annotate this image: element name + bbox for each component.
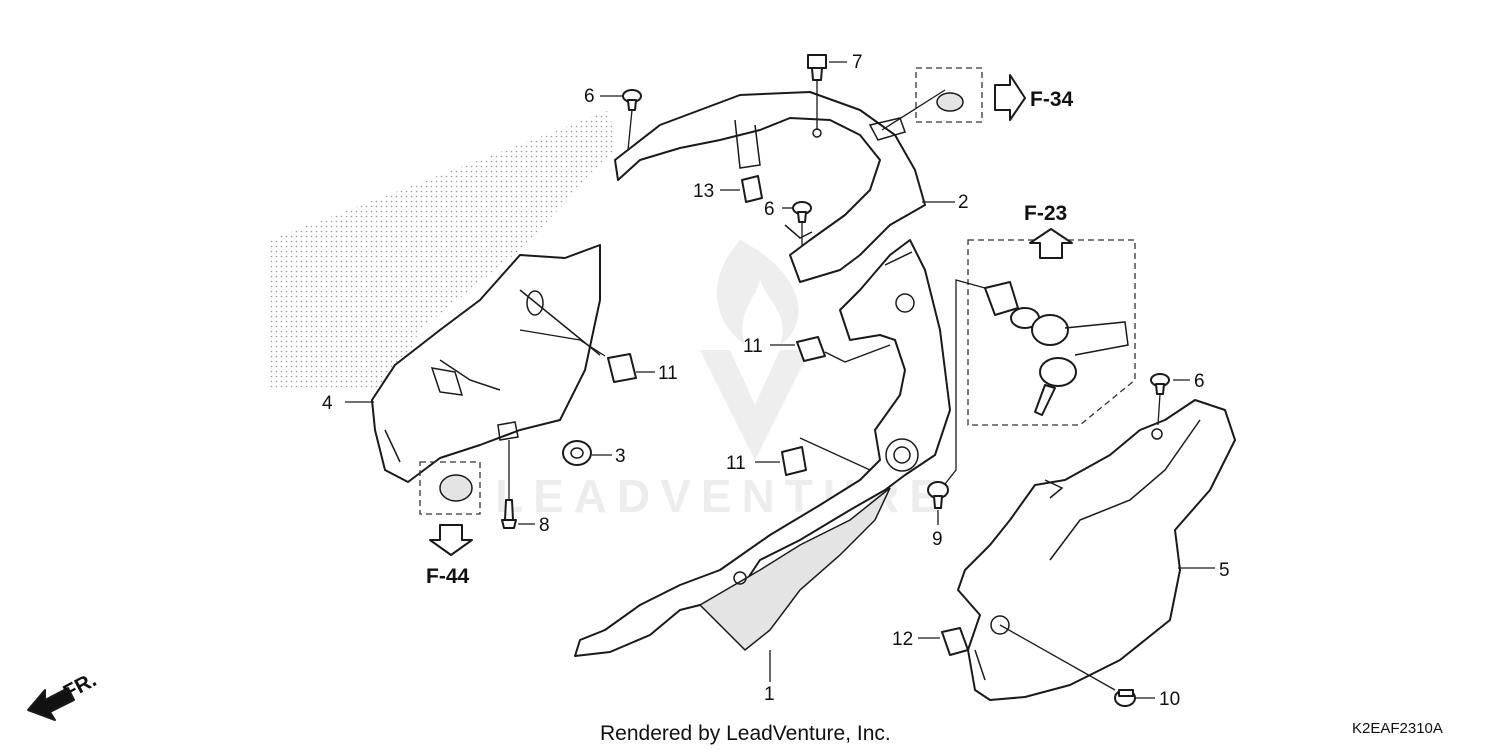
part-1-center-cover — [574, 239, 951, 657]
callout-6-center: 6 — [764, 199, 775, 220]
leader-lines — [345, 61, 1215, 699]
callout-2: 2 — [958, 192, 969, 213]
part-11-clip-left — [607, 353, 637, 383]
callout-4: 4 — [322, 393, 333, 414]
part-4-side-cover — [371, 244, 601, 483]
ref-f23: F-23 — [1024, 202, 1067, 225]
watermark-logo — [700, 240, 810, 460]
callout-11-lower: 11 — [726, 453, 746, 474]
part-10-screw — [1114, 689, 1136, 707]
part-6-bolt-right — [1150, 373, 1170, 395]
rendered-by-credit: Rendered by LeadVenture, Inc. — [600, 722, 891, 745]
callout-6-right: 6 — [1194, 371, 1205, 392]
ref-f44: F-44 — [426, 565, 470, 588]
part-5-side-cover — [957, 399, 1236, 701]
part-7-bolt — [807, 54, 827, 81]
callout-labels: 6 7 13 6 2 4 11 3 8 11 11 9 6 5 1 12 10 — [322, 52, 1230, 710]
part-12-clip — [941, 627, 969, 656]
ghost-body-outline — [270, 110, 615, 390]
diagram-code: K2EAF2310A — [1352, 720, 1443, 737]
callout-13: 13 — [693, 181, 714, 202]
callout-3: 3 — [615, 446, 626, 467]
callout-5: 5 — [1219, 560, 1230, 581]
callout-7: 7 — [852, 52, 863, 73]
part-6-bolt-center — [792, 201, 812, 223]
ref-f34: F-34 — [1030, 88, 1074, 111]
callout-6-upper-left: 6 — [584, 86, 595, 107]
f34-reference-box — [915, 67, 1026, 123]
callout-10: 10 — [1159, 689, 1180, 710]
callout-11-upper: 11 — [743, 336, 763, 357]
part-3-grommet — [562, 440, 592, 466]
part-9-screw — [927, 481, 949, 509]
front-direction-arrow — [27, 687, 75, 721]
part-8-pin — [501, 499, 517, 529]
f44-reference-box — [419, 461, 481, 556]
part-13-clip — [741, 175, 763, 203]
f23-key-set-box — [967, 228, 1136, 426]
callout-8: 8 — [539, 515, 550, 536]
callout-12: 12 — [892, 629, 913, 650]
callout-9: 9 — [932, 529, 943, 550]
part-6-bolt-upper-left — [622, 89, 642, 111]
part-11-clip-upper — [796, 336, 826, 362]
callout-1: 1 — [764, 684, 775, 705]
part-2-rear-cover — [614, 91, 926, 283]
callout-11-left: 11 — [658, 363, 678, 384]
part-11-clip-lower — [781, 446, 807, 476]
